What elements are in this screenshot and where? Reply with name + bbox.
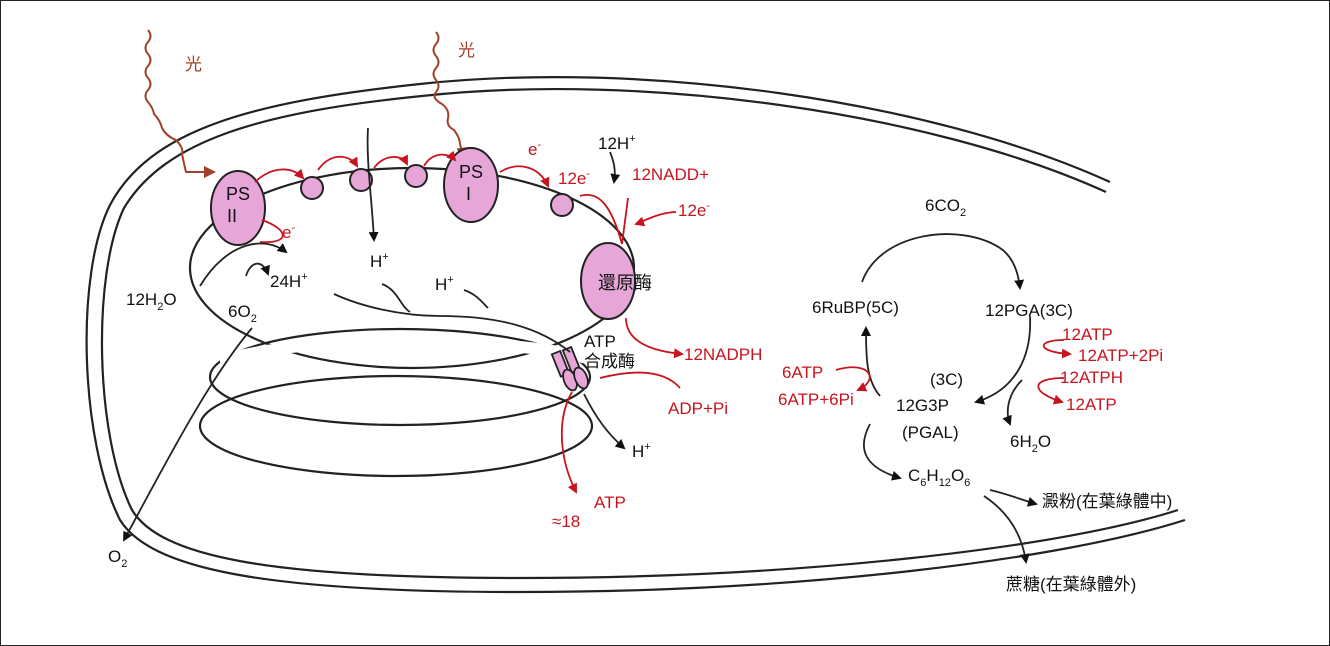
e-12-right: 12e- [678, 200, 710, 220]
atp12-label: 12ATP [1062, 325, 1113, 344]
pgal-label: (PGAL) [902, 423, 959, 442]
co2-label: 6CO2 [925, 196, 966, 219]
ps2-label-bottom: II [227, 206, 237, 226]
atp-yield-approx: ≈18 [552, 512, 580, 531]
h-mid: H+ [370, 251, 389, 271]
e-12-left: 12e- [558, 168, 590, 188]
c3-label: (3C) [930, 370, 963, 389]
electron-ps2: e- [282, 222, 295, 242]
atp12b-label: 12ATP [1066, 395, 1117, 414]
reductase-enzyme [580, 242, 636, 320]
electron-flow-arrows [254, 150, 684, 494]
calvin-cycle-arrows [861, 233, 1038, 564]
h-24: 24H+ [270, 271, 308, 291]
atp-yield-label: ATP [594, 493, 626, 512]
water-6: 6H2O [1010, 432, 1051, 455]
oxygen-out: O2 [108, 547, 127, 570]
chloroplast-envelope [85, 76, 1186, 594]
atp12-pi-label: 12ATP+2Pi [1078, 346, 1163, 365]
calvin-atp-arrows [835, 339, 1072, 405]
atph12-label: 12ATPH [1060, 368, 1123, 387]
g3p-label: 12G3P [896, 396, 949, 415]
photosystem-2 [210, 170, 266, 246]
proton-water-arrows [123, 127, 626, 542]
photosystem-1 [443, 147, 499, 223]
h-bottom: H+ [632, 441, 651, 461]
sucrose-label: 蔗糖(在葉綠體外) [1006, 575, 1136, 594]
light-label-1: 光 [185, 55, 202, 74]
nadph-label: 12NADPH [684, 345, 762, 364]
adp-pi-label: ADP+Pi [668, 399, 728, 418]
ps1-label-bottom: I [466, 184, 471, 204]
oxygen-6: 6O2 [228, 302, 257, 325]
light-ray-1 [144, 29, 216, 178]
glucose-label: C6H12O6 [908, 466, 970, 489]
starch-label: 澱粉(在葉綠體中) [1042, 492, 1172, 511]
nadd-label: 12NADD+ [632, 165, 709, 184]
h-12-top: 12H+ [598, 133, 636, 153]
water-12: 12H2O [126, 290, 177, 313]
pga-label: 12PGA(3C) [985, 301, 1073, 320]
atp-synthase-label-1: ATP [584, 332, 616, 351]
h-right: H+ [435, 274, 454, 294]
atp6-pi-label: 6ATP+6Pi [778, 390, 854, 409]
ps2-label-top: PS [226, 184, 250, 204]
light-ray-2 [432, 31, 470, 159]
atp-synthase-label-2: 合成酶 [584, 352, 635, 371]
electron-ps1: e- [528, 139, 541, 159]
atp6-label: 6ATP [782, 363, 823, 382]
light-label-2: 光 [458, 41, 475, 60]
electron-carriers [300, 164, 574, 217]
atp-synthase [550, 345, 589, 392]
rubp-label: 6RuBP(5C) [812, 298, 899, 317]
reductase-label: 還原酶 [598, 273, 652, 293]
ps1-label-top: PS [459, 162, 483, 182]
